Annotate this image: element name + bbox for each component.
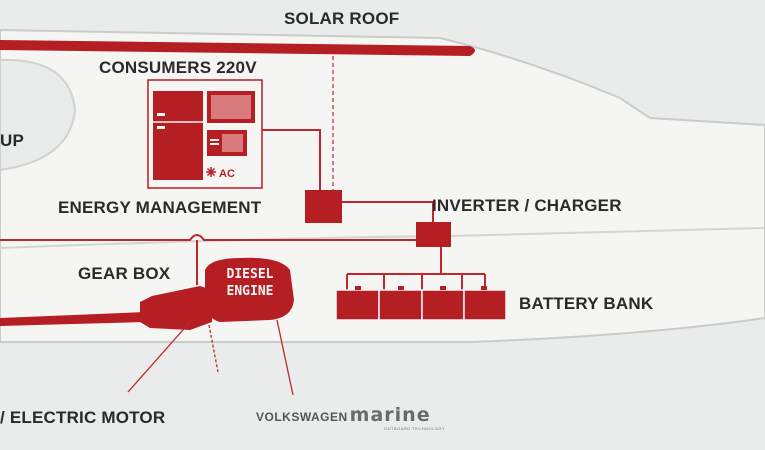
consumers-label: CONSUMERS 220V xyxy=(99,58,257,77)
battery-bank-unit xyxy=(335,289,507,321)
gear-box-label: GEAR BOX xyxy=(78,264,171,283)
battery-terminals xyxy=(355,286,487,290)
inverter-charger-unit xyxy=(416,222,451,247)
pointer-lines xyxy=(127,319,294,396)
brand-tagline: OUTBOARD TECHNOLOGY xyxy=(384,426,446,431)
snowflake-icon xyxy=(206,167,216,177)
up-label: UP xyxy=(0,131,25,150)
brand-product: marine xyxy=(349,404,431,426)
inverter-charger-label: INVERTER / CHARGER xyxy=(432,196,622,215)
microwave-icon xyxy=(207,130,247,156)
energy-management-unit xyxy=(305,190,342,223)
ac-label: AC xyxy=(219,168,235,180)
gear-box-unit xyxy=(140,286,212,330)
tv-icon xyxy=(207,91,255,123)
diesel-engine-unit xyxy=(205,257,294,322)
battery-bank-label: BATTERY BANK xyxy=(519,294,654,313)
cabin-window xyxy=(0,58,77,172)
energy-management-label: ENERGY MANAGEMENT xyxy=(58,198,262,217)
electric-motor-label: / ELECTRIC MOTOR xyxy=(0,408,166,427)
diesel-engine-label-line2: ENGINE xyxy=(226,284,274,299)
diesel-engine-label: DIESEL ENGINE xyxy=(210,266,290,300)
brand-name: VOLKSWAGEN xyxy=(256,410,348,424)
solar-roof-panel xyxy=(0,40,475,56)
solar-roof-label: SOLAR ROOF xyxy=(284,9,400,28)
diesel-engine-label-line1: DIESEL xyxy=(226,267,274,282)
refrigerator-icon xyxy=(153,91,203,180)
propeller-shaft xyxy=(0,312,145,326)
